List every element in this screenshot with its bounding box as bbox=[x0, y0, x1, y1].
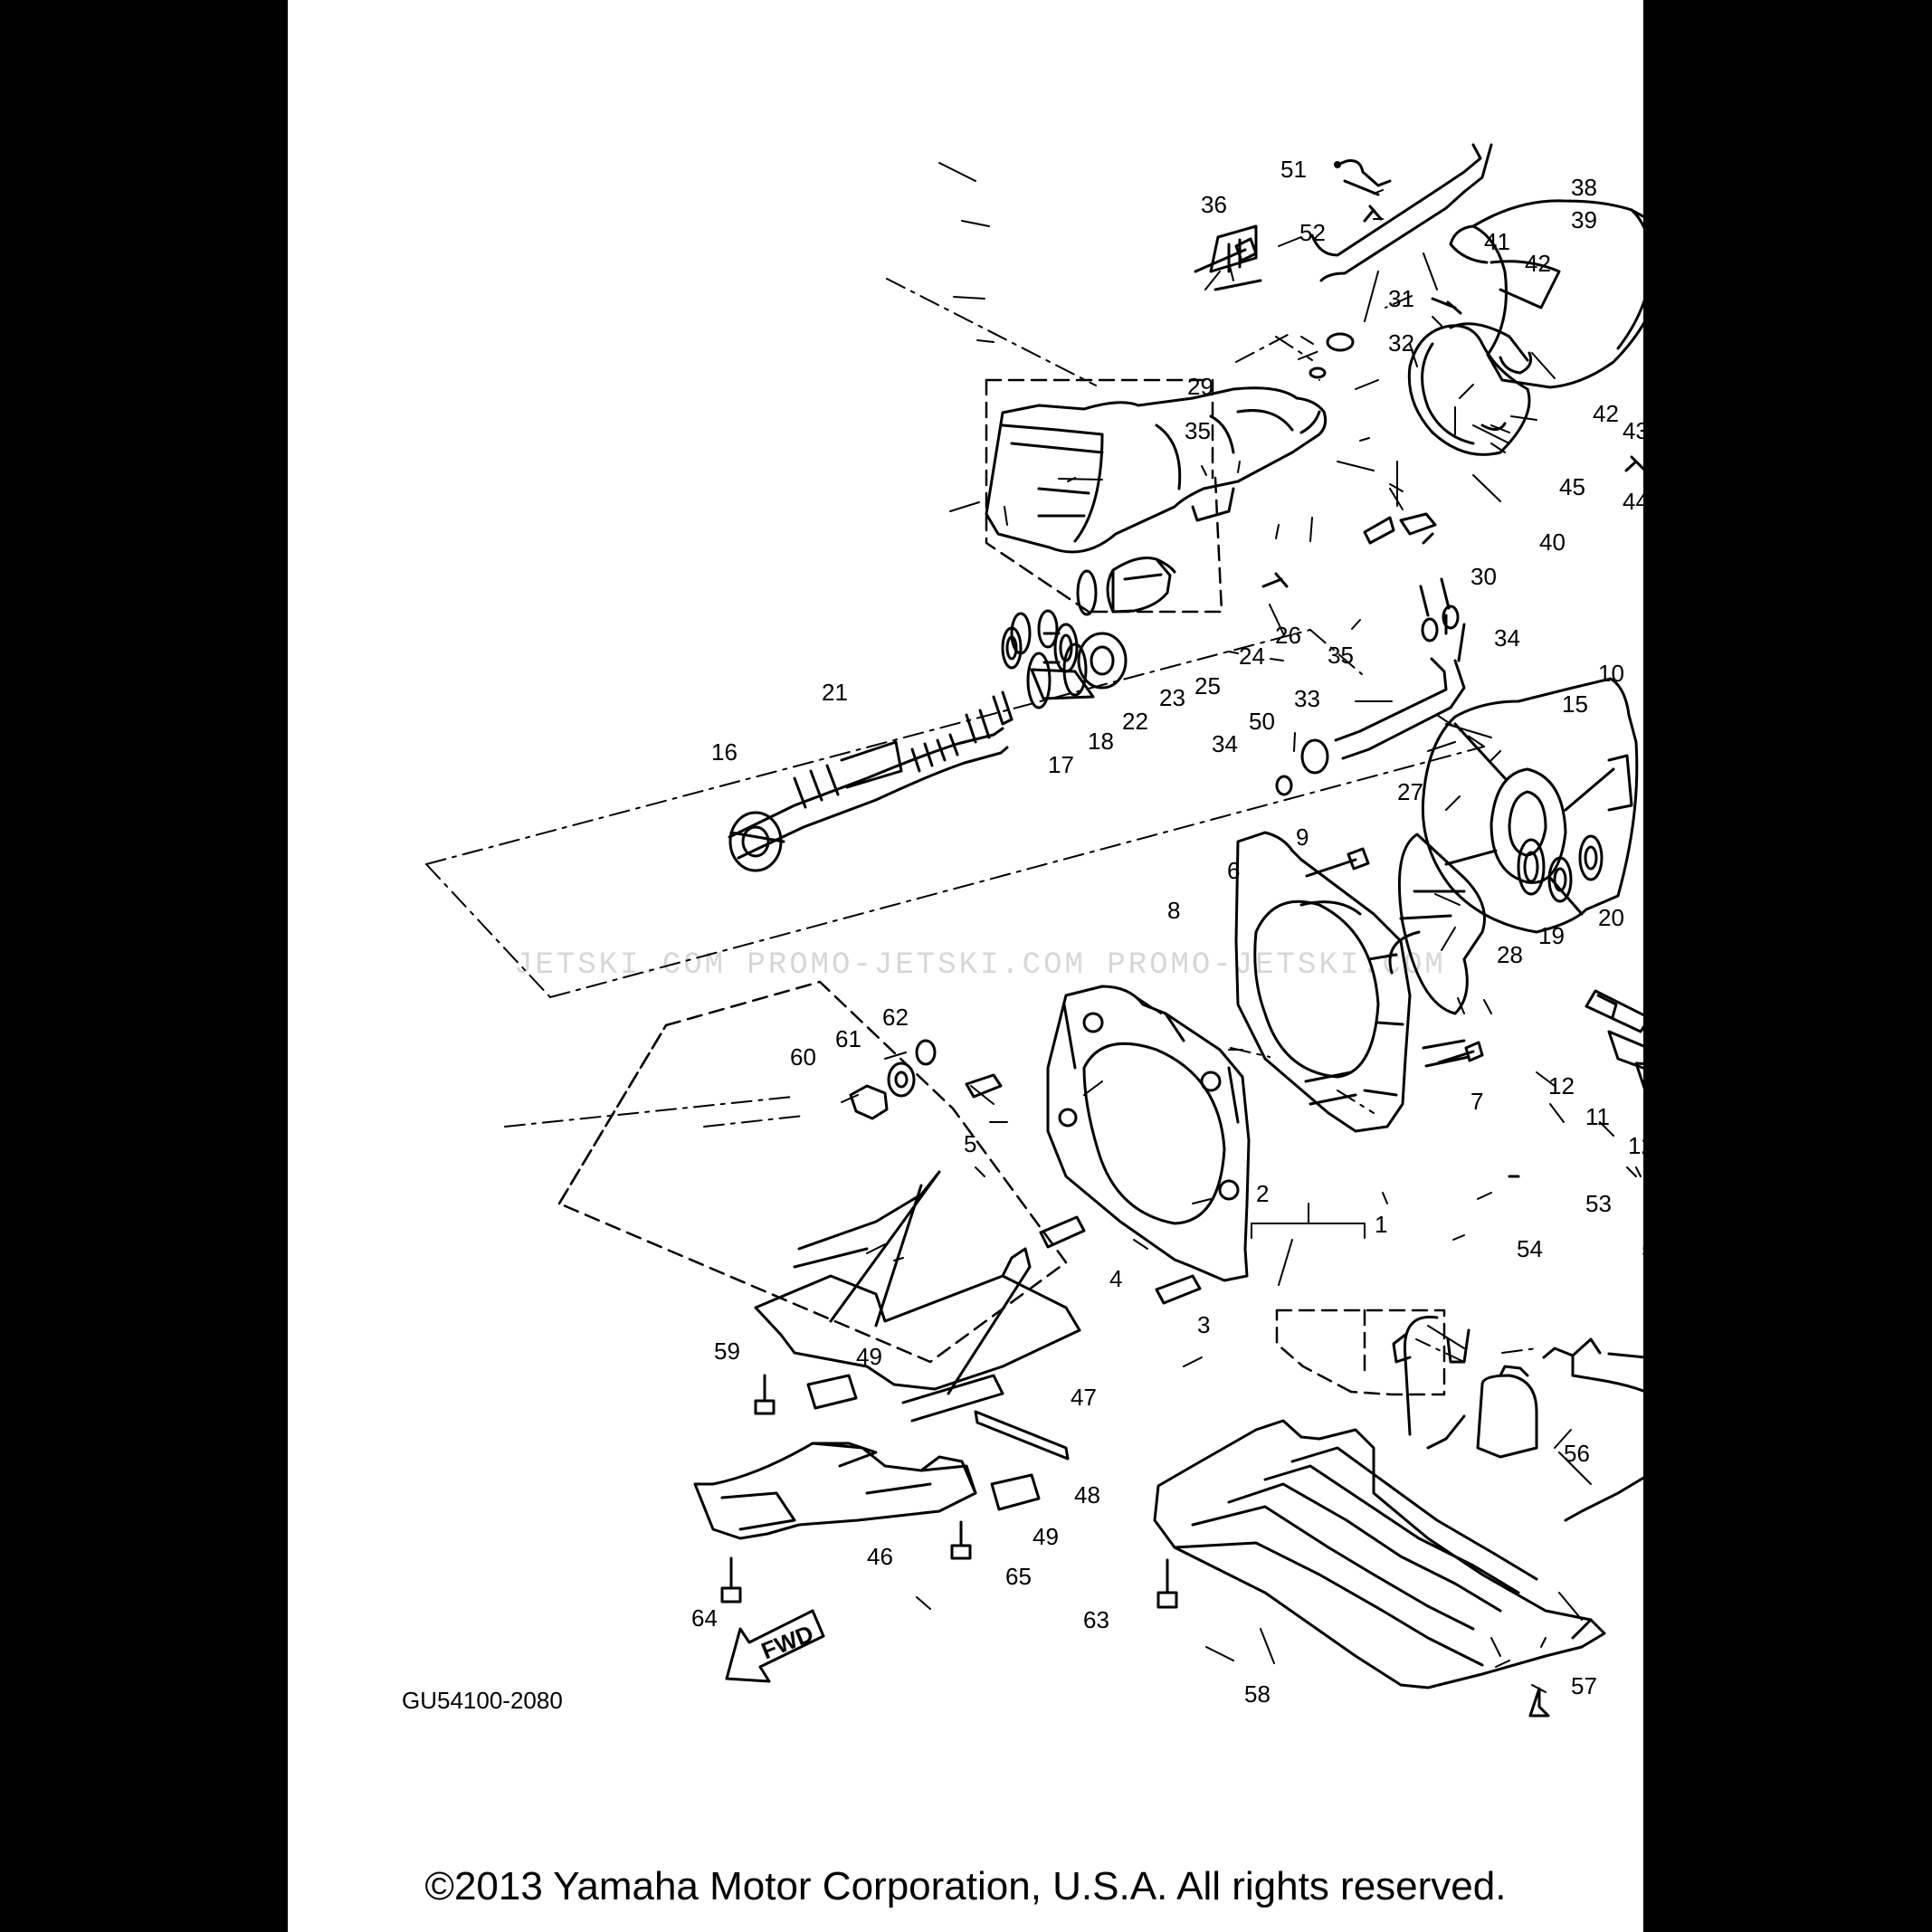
callout-50: 50 bbox=[1249, 708, 1275, 735]
callout-38a: 38 bbox=[1571, 174, 1597, 201]
callout-51: 51 bbox=[1280, 156, 1307, 183]
callout-25: 25 bbox=[1194, 672, 1221, 700]
callout-39a: 39 bbox=[1571, 206, 1597, 233]
callout-8: 8 bbox=[1167, 897, 1180, 924]
callout-47: 47 bbox=[1071, 1384, 1097, 1411]
callout-42b: 42 bbox=[1593, 400, 1619, 427]
callout-65: 65 bbox=[1005, 1563, 1032, 1590]
callout-7: 7 bbox=[1470, 1088, 1483, 1115]
callout-55: 55 bbox=[1642, 1235, 1643, 1262]
callout-15b: 15 bbox=[1642, 939, 1643, 966]
callout-35b: 35 bbox=[1328, 642, 1354, 669]
callout-32: 32 bbox=[1388, 329, 1414, 357]
callout-33: 33 bbox=[1294, 685, 1320, 712]
callout-49b: 49 bbox=[1033, 1523, 1059, 1550]
callout-10: 10 bbox=[1598, 660, 1624, 687]
callout-62: 62 bbox=[882, 1004, 909, 1031]
callout-52: 52 bbox=[1299, 219, 1326, 246]
callout-20: 20 bbox=[1598, 904, 1624, 931]
parts-diagram-sheet: FWD 1 2 3 4 5 6 7 8 9 10 11 12 12 13 14 … bbox=[288, 0, 1643, 1932]
callout-2: 2 bbox=[1256, 1180, 1269, 1207]
fwd-arrow: FWD bbox=[725, 1609, 825, 1683]
callout-31: 31 bbox=[1388, 285, 1414, 312]
callout-23: 23 bbox=[1159, 684, 1185, 711]
callout-9: 9 bbox=[1296, 823, 1309, 851]
callout-34b: 34 bbox=[1494, 624, 1520, 652]
callout-42a: 42 bbox=[1525, 250, 1551, 277]
callout-58: 58 bbox=[1244, 1680, 1271, 1708]
callout-49a: 49 bbox=[856, 1343, 882, 1370]
callout-24: 24 bbox=[1239, 642, 1265, 670]
callout-36: 36 bbox=[1201, 191, 1227, 218]
callout-17: 17 bbox=[1048, 751, 1074, 778]
callout-53: 53 bbox=[1585, 1190, 1612, 1217]
callout-27: 27 bbox=[1397, 778, 1423, 805]
callout-43: 43 bbox=[1623, 417, 1643, 444]
callout-56: 56 bbox=[1564, 1440, 1590, 1467]
callout-15a: 15 bbox=[1562, 690, 1588, 718]
callout-40: 40 bbox=[1539, 528, 1566, 556]
callout-28: 28 bbox=[1497, 941, 1523, 968]
callout-34a: 34 bbox=[1212, 730, 1238, 757]
callout-57: 57 bbox=[1571, 1672, 1597, 1699]
callout-45: 45 bbox=[1559, 473, 1585, 500]
callout-30: 30 bbox=[1470, 563, 1497, 590]
callout-11: 11 bbox=[1585, 1103, 1610, 1130]
exploded-parts-drawing: FWD 1 2 3 4 5 6 7 8 9 10 11 12 12 13 14 … bbox=[425, 143, 1643, 1718]
callout-3: 3 bbox=[1197, 1311, 1210, 1338]
callout-4: 4 bbox=[1109, 1265, 1122, 1292]
callout-29: 29 bbox=[1187, 373, 1213, 400]
callout-18: 18 bbox=[1088, 728, 1114, 755]
callout-41: 41 bbox=[1484, 228, 1510, 255]
callout-22: 22 bbox=[1122, 708, 1148, 735]
part-callouts: 1 2 3 4 5 6 7 8 9 10 11 12 12 13 14 15 1… bbox=[691, 156, 1643, 1708]
callout-5: 5 bbox=[964, 1130, 976, 1157]
copyright-notice: ©2013 Yamaha Motor Corporation, U.S.A. A… bbox=[424, 1864, 1507, 1908]
callout-35a: 35 bbox=[1185, 417, 1211, 444]
callout-61: 61 bbox=[835, 1025, 861, 1052]
fwd-label: FWD bbox=[757, 1620, 817, 1665]
callout-54: 54 bbox=[1517, 1235, 1543, 1262]
callout-12a: 12 bbox=[1548, 1072, 1575, 1099]
callout-48: 48 bbox=[1074, 1481, 1100, 1508]
callout-63: 63 bbox=[1083, 1606, 1109, 1633]
watermark: JETSKI.COM PROMO-JETSKI.COM PROMO-JETSKI… bbox=[514, 948, 1446, 983]
callout-1: 1 bbox=[1375, 1211, 1387, 1238]
callout-19: 19 bbox=[1538, 922, 1565, 949]
diagram-reference-code: GU54100-2080 bbox=[402, 1687, 563, 1714]
callout-12b: 12 bbox=[1628, 1132, 1643, 1159]
callout-16: 16 bbox=[711, 738, 738, 766]
callout-6: 6 bbox=[1227, 857, 1240, 884]
callout-26: 26 bbox=[1275, 622, 1301, 649]
callout-44: 44 bbox=[1623, 488, 1643, 515]
callout-60: 60 bbox=[790, 1043, 816, 1071]
callout-59: 59 bbox=[714, 1337, 740, 1365]
callout-46: 46 bbox=[867, 1543, 893, 1570]
callout-64: 64 bbox=[691, 1604, 718, 1632]
callout-21: 21 bbox=[822, 679, 848, 706]
